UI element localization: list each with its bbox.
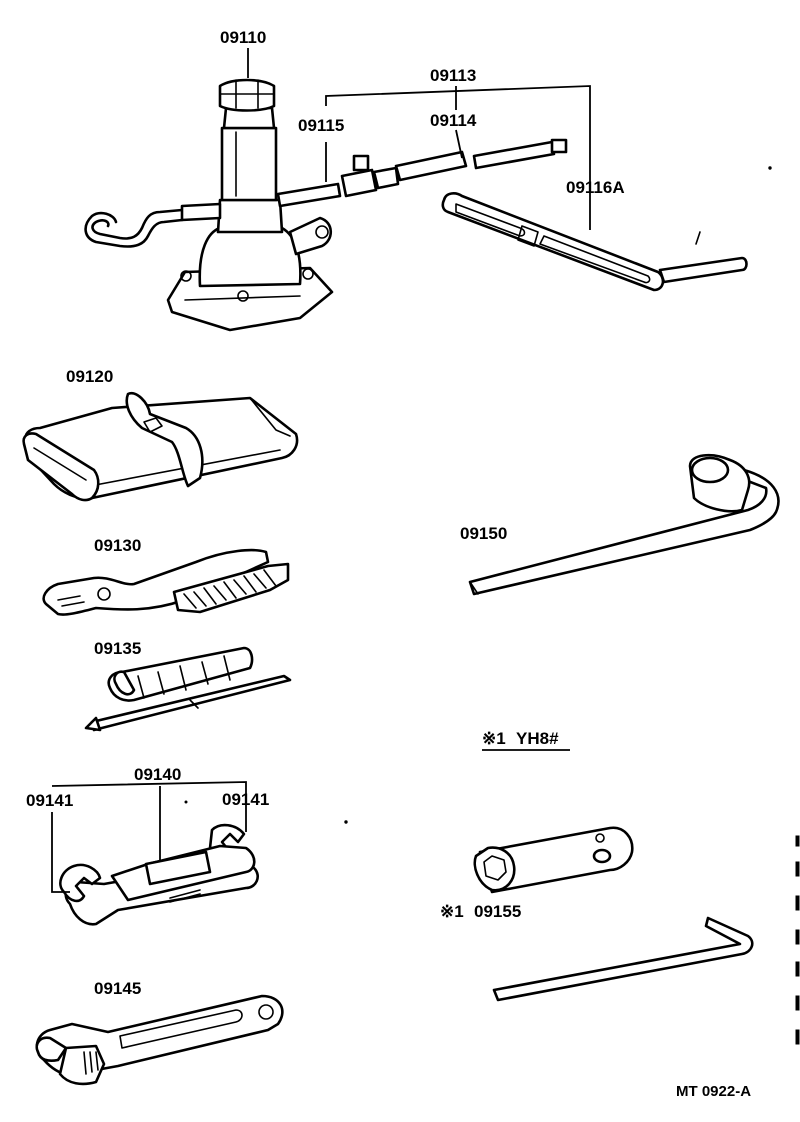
jack-handle-extensions-drawing (340, 138, 568, 198)
wrench-set-drawing (59, 823, 259, 926)
leader-lines-wrench (51, 781, 247, 893)
label-pliers: 09130 (94, 536, 141, 555)
label-handle-set: 09113 (430, 66, 476, 85)
plug-wrench-drawing (473, 826, 754, 1002)
screwdriver-drawing (84, 646, 292, 732)
label-handle-mid: 09114 (430, 111, 477, 130)
label-wrench-right: 09141 (222, 790, 269, 809)
scan-marks (184, 166, 800, 1045)
label-plug-wrench: 09155 (474, 902, 521, 921)
part-labels: 09110 09113 09115 09114 09116A 09120 091… (26, 28, 625, 998)
label-screwdriver: 09135 (94, 639, 141, 658)
jack-drawing (84, 78, 342, 332)
jack-handle-drawing (441, 192, 748, 292)
label-handle-end: 09115 (298, 116, 344, 135)
pliers-drawing (42, 548, 290, 616)
label-adjustable-wrench: 09145 (94, 979, 141, 998)
tool-bag-drawing (22, 391, 299, 502)
label-jack: 09110 (220, 28, 266, 47)
variant-note: ※1 YH8# (482, 729, 570, 751)
label-tool-bag: 09120 (66, 367, 113, 386)
lug-wrench-drawing (468, 453, 780, 596)
label-wrench-left: 09141 (26, 791, 73, 810)
plug-wrench-mark: ※1 (440, 902, 464, 921)
label-wrench-set: 09140 (134, 765, 181, 784)
variant-code: YH8# (516, 729, 559, 748)
adjustable-wrench-drawing (35, 994, 284, 1086)
label-lug-wrench: 09150 (460, 524, 507, 543)
plug-wrench-label: ※1 09155 (440, 902, 521, 921)
figure-code: MT 0922-A (676, 1083, 751, 1100)
leader-lines-top (247, 48, 591, 230)
variant-mark: ※1 (482, 729, 506, 748)
label-jack-handle: 09116A (566, 178, 625, 197)
